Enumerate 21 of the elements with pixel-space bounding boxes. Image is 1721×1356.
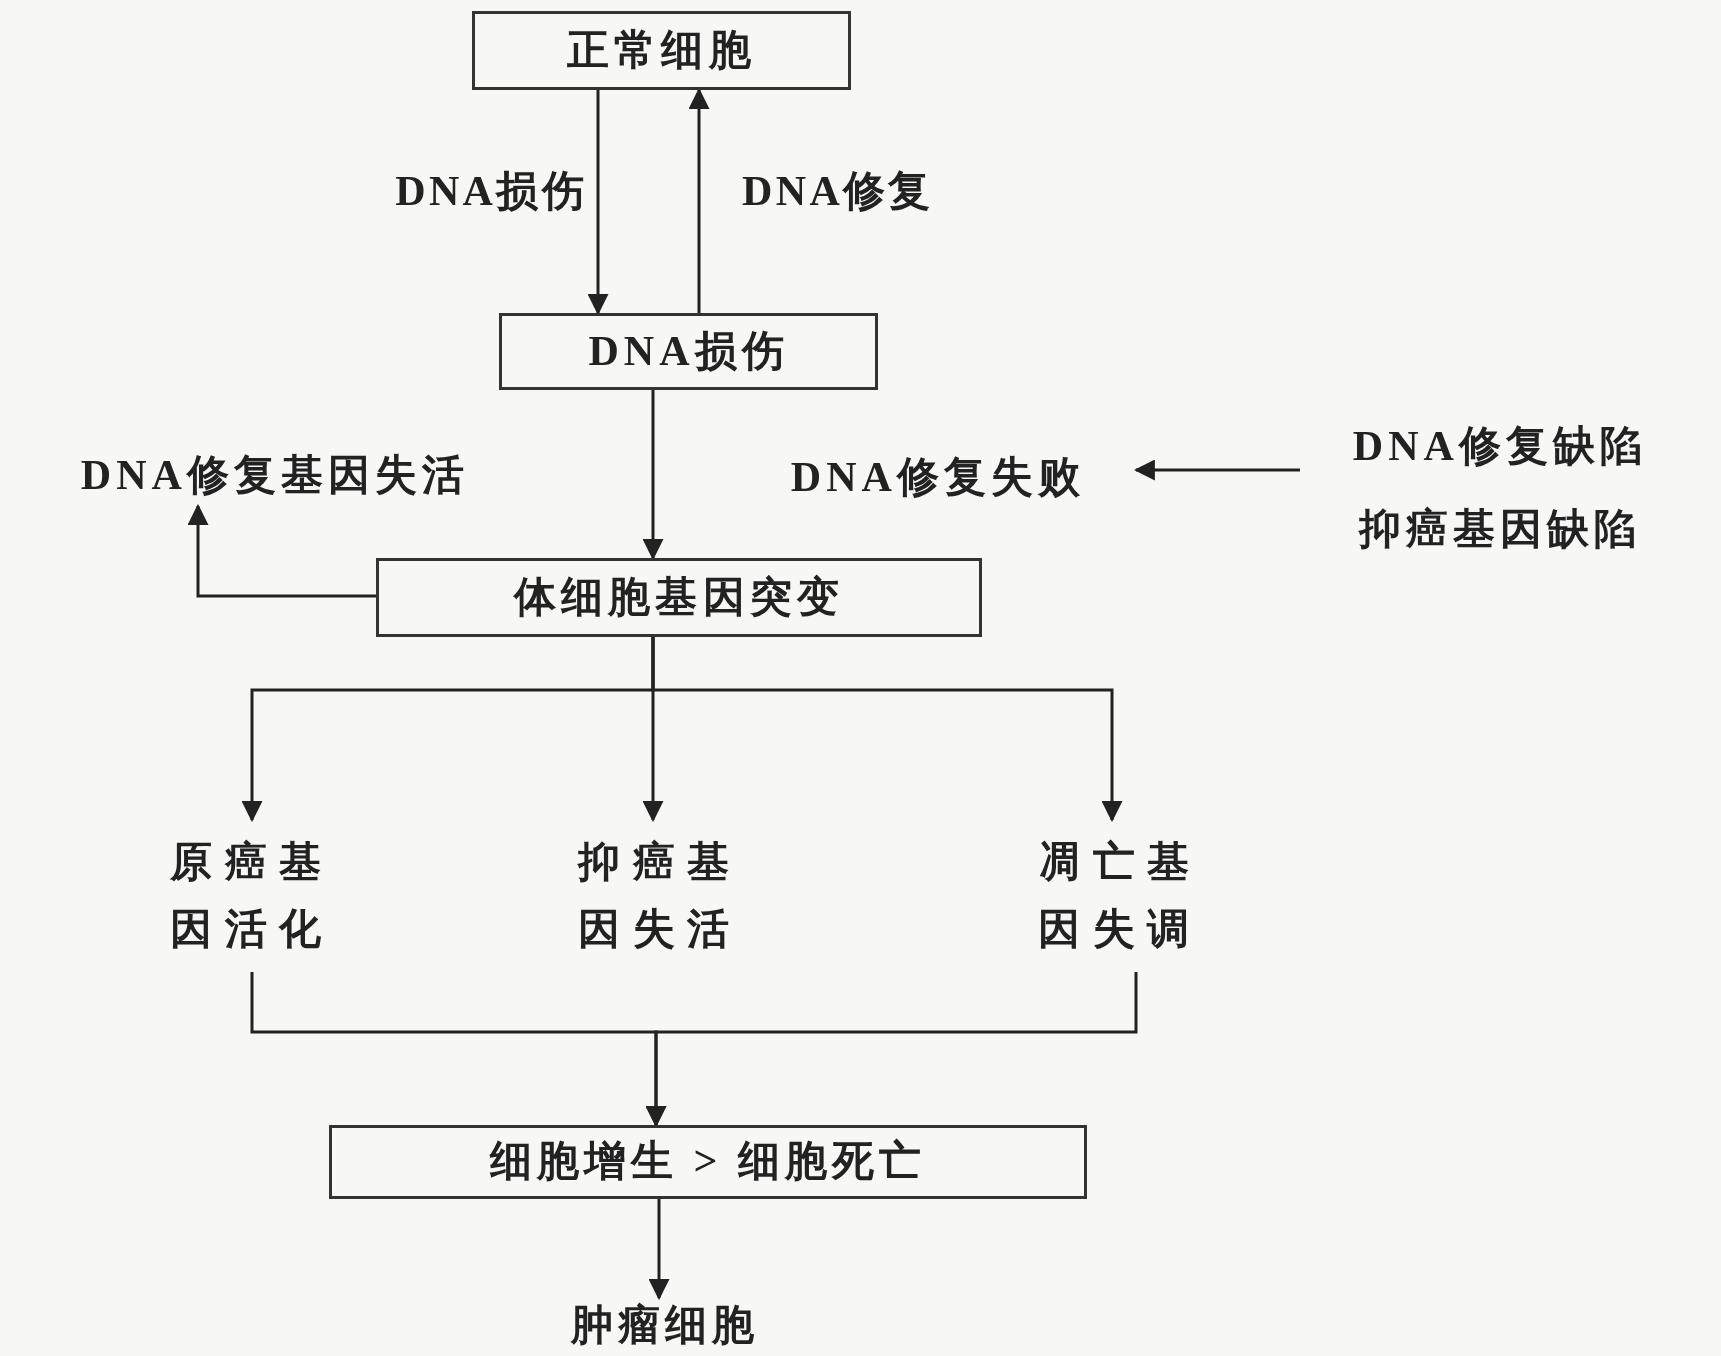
node-text: 抑癌基因失活 xyxy=(576,837,743,954)
node-text: 原癌基因活化 xyxy=(169,837,335,954)
node-text: DNA修复缺陷 xyxy=(1352,421,1648,471)
box-label: 体细胞基因突变 xyxy=(514,572,844,622)
box-label: DNA损伤 xyxy=(588,326,789,376)
edge-label: DNA损伤 xyxy=(395,170,587,212)
box-label: 正常细胞 xyxy=(567,25,756,75)
process-box xyxy=(376,558,982,637)
node-text: 抑癌基因缺陷 xyxy=(1358,505,1642,554)
arrow xyxy=(651,637,1123,823)
process-box xyxy=(472,11,851,90)
node-text: DNA修复失败 xyxy=(790,453,1086,503)
box-label: 细胞增生 > 细胞死亡 xyxy=(489,1137,927,1187)
node-text: DNA修复基因失活 xyxy=(80,451,470,501)
node-text: 肿瘤细胞 xyxy=(570,1301,760,1351)
node-text: 凋亡基因失调 xyxy=(1037,837,1203,954)
arrow xyxy=(187,503,376,598)
process-box xyxy=(499,313,878,390)
process-box xyxy=(329,1125,1087,1199)
arrow xyxy=(648,1199,670,1301)
arrow xyxy=(1133,459,1300,481)
